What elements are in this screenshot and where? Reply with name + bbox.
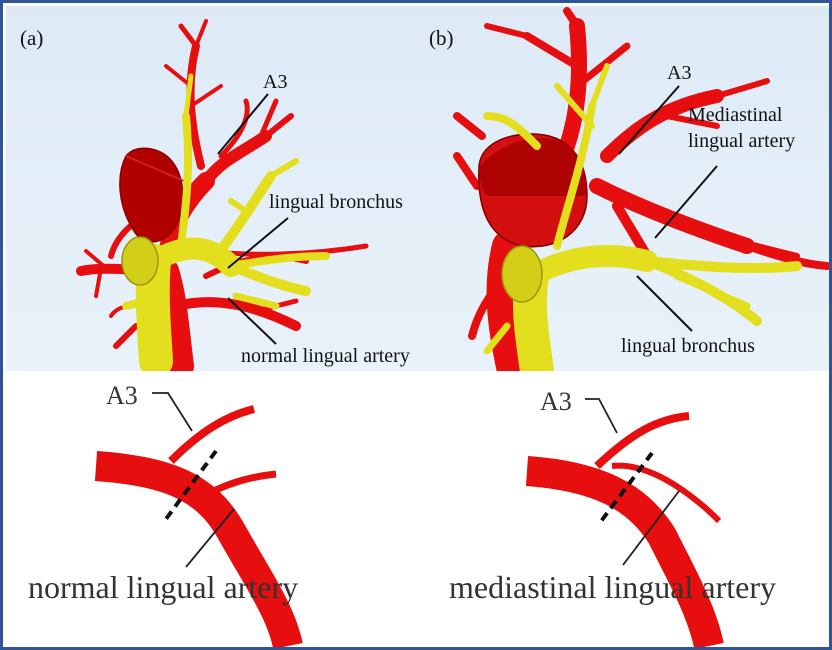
vessel-render-b: [417, 6, 832, 371]
panel-a-3d-render: (a) A3 lingual bronchus normal lingual a…: [6, 6, 417, 371]
lingual-bronchus-label-b: lingual bronchus: [621, 336, 755, 356]
mediastinal-label-line1: Mediastinal: [688, 105, 782, 125]
caption-mediastinal-lingual-artery: mediastinal lingual artery: [449, 571, 776, 603]
panel-b-3d-render: (b) A3 Mediastinal lingual artery lingua…: [417, 6, 832, 371]
panel-b-diagram: A3 mediastinal lingual artery: [417, 371, 832, 650]
vessel-render-a: [6, 6, 417, 371]
panel-letter-b: (b): [429, 28, 454, 49]
a3-label-b: A3: [667, 63, 691, 83]
a3-label-diagram-a: A3: [106, 383, 138, 409]
schematic-b: [417, 371, 832, 650]
a3-label-diagram-b: A3: [540, 389, 572, 415]
bronchus-cut-end-a: [122, 237, 158, 285]
bronchus-cut-end-b: [502, 246, 542, 302]
panel-letter-a: (a): [20, 28, 43, 49]
lingual-bronchus-label-a: lingual bronchus: [269, 192, 403, 212]
mediastinal-label-line2: lingual artery: [688, 131, 795, 151]
a3-label-a: A3: [263, 72, 287, 92]
panel-a-diagram: A3 normal lingual artery: [6, 371, 417, 650]
schematic-arteries-b: [527, 416, 719, 646]
schematic-a: [6, 371, 417, 650]
normal-lingual-artery-label-a: normal lingual artery: [241, 346, 410, 366]
schematic-arteries-a: [96, 409, 288, 646]
caption-normal-lingual-artery: normal lingual artery: [28, 571, 298, 603]
